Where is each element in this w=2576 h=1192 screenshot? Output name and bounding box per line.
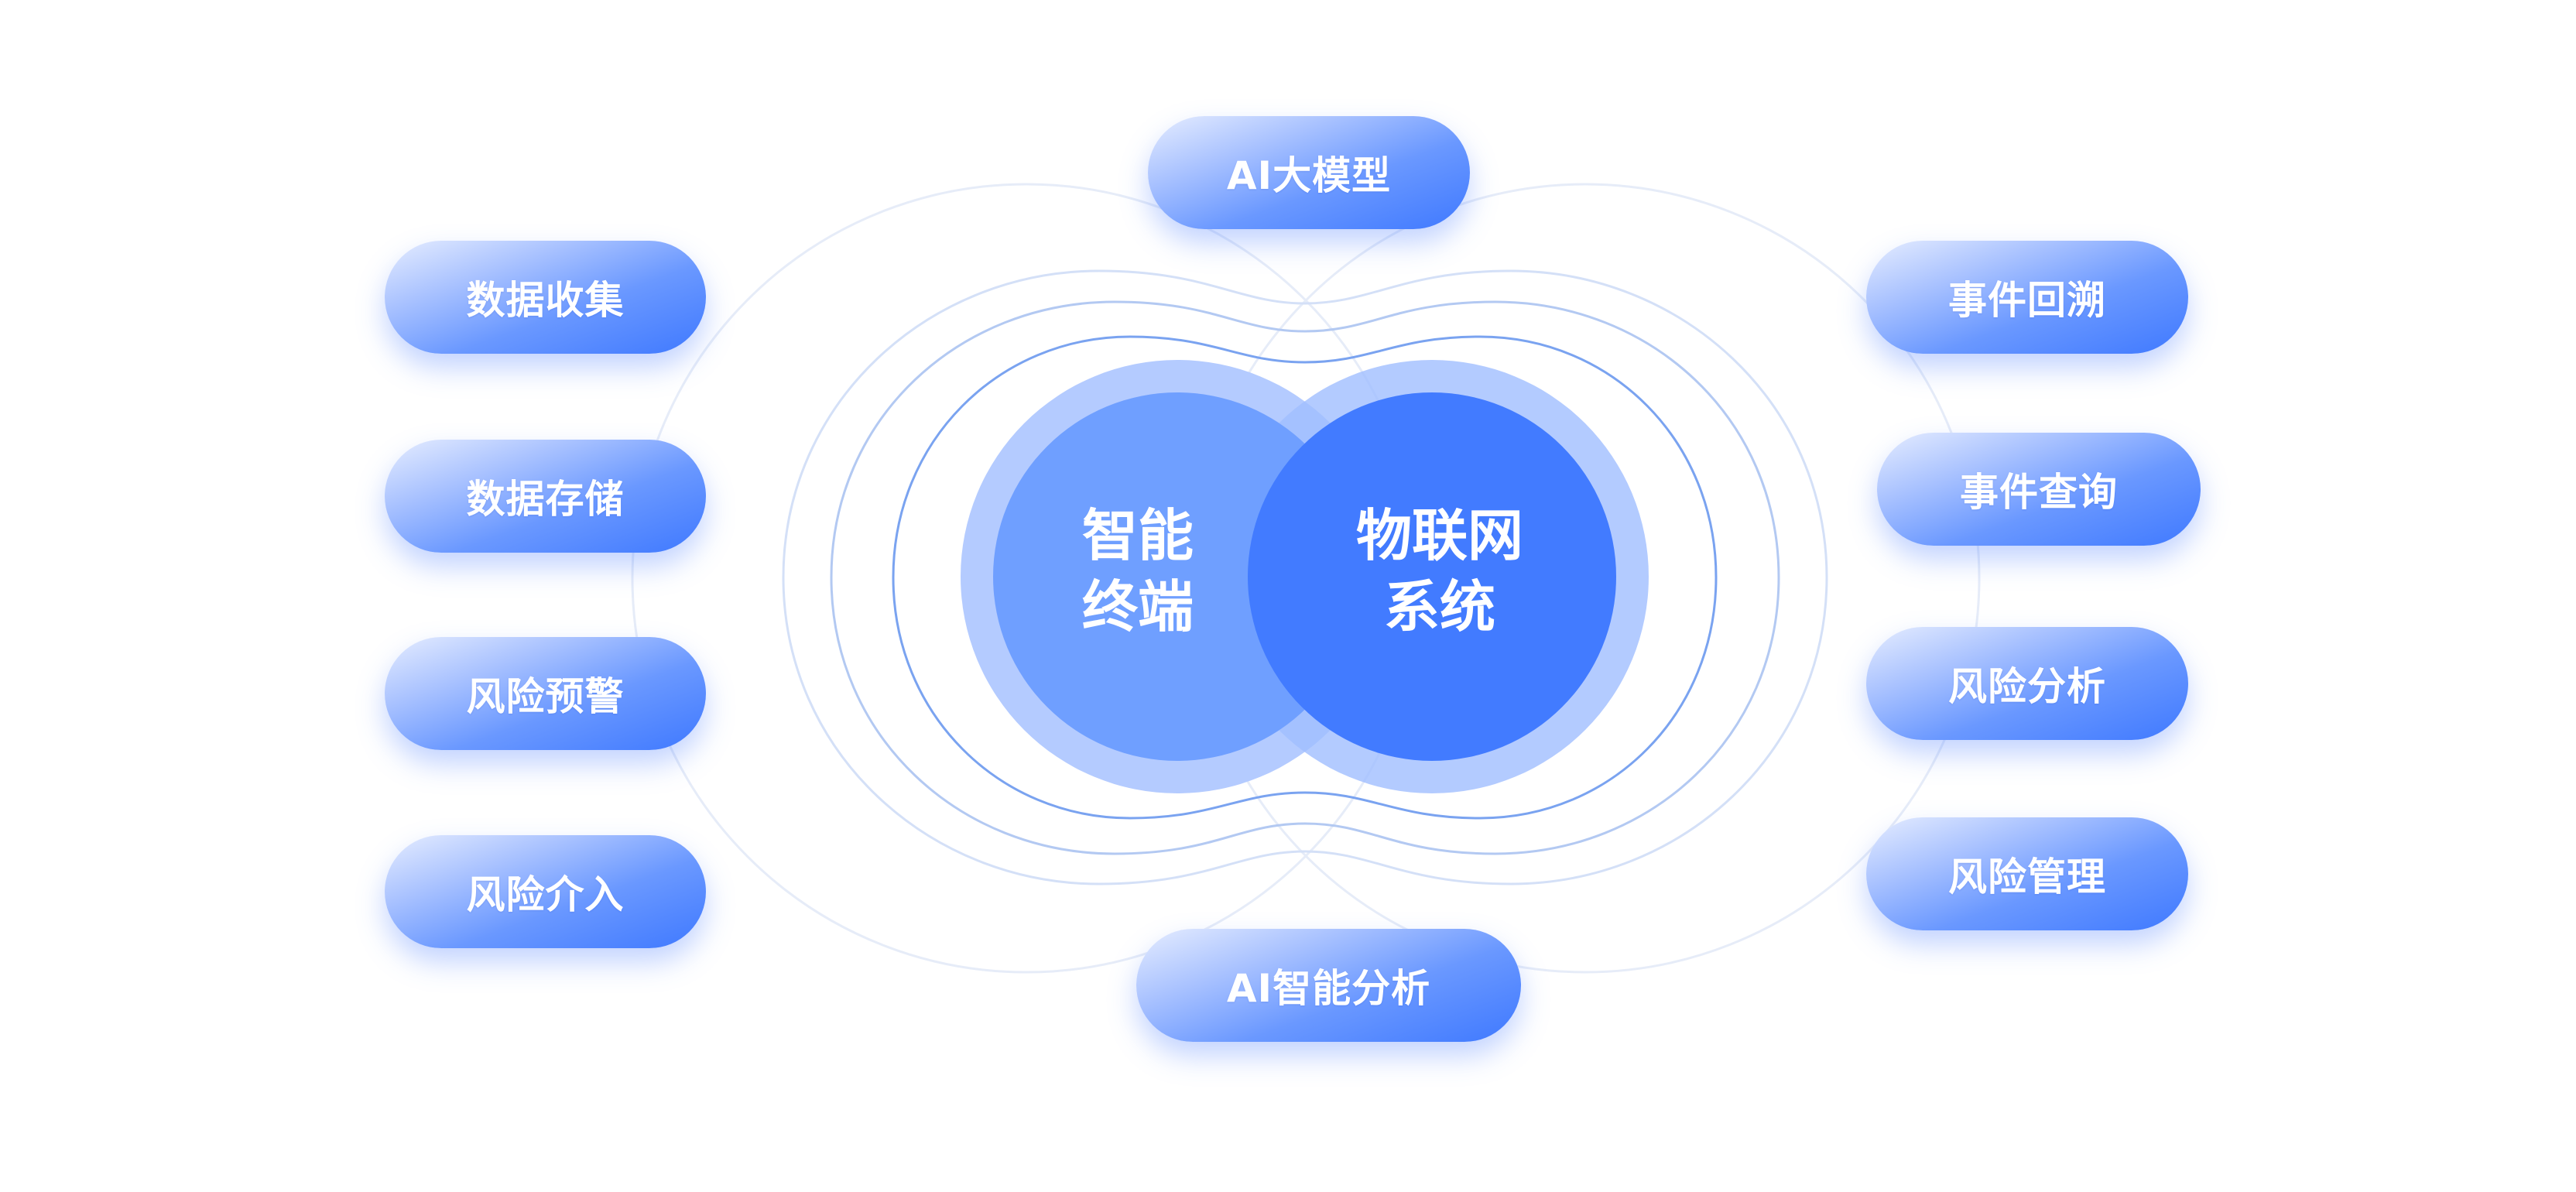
node-ai-analysis: AI智能分析 — [1136, 929, 1521, 1042]
node-right-3: 风险分析 — [1866, 627, 2188, 740]
node-right-4: 风险管理 — [1866, 817, 2188, 930]
node-right-2: 事件查询 — [1877, 433, 2201, 546]
node-right-1: 事件回溯 — [1866, 241, 2188, 354]
label-line: 终端 — [1081, 574, 1194, 639]
node-left-1: 数据收集 — [385, 241, 706, 354]
middle-ring — [830, 300, 1780, 855]
outer-ring — [782, 269, 1828, 885]
node-left-4: 风险介入 — [385, 835, 706, 948]
label-line: 物联网 — [1355, 503, 1523, 568]
label-line: 系统 — [1383, 574, 1495, 639]
label-line: 智能 — [1081, 503, 1194, 568]
node-ai-large-model: AI大模型 — [1148, 116, 1470, 229]
inner-ring — [892, 335, 1718, 820]
node-left-2: 数据存储 — [385, 440, 706, 553]
right-circle — [1248, 392, 1616, 761]
iot-system-label: 物联网 系统 — [1339, 500, 1540, 642]
node-left-3: 风险预警 — [385, 637, 706, 750]
smart-terminal-label: 智能 终端 — [1037, 500, 1238, 642]
